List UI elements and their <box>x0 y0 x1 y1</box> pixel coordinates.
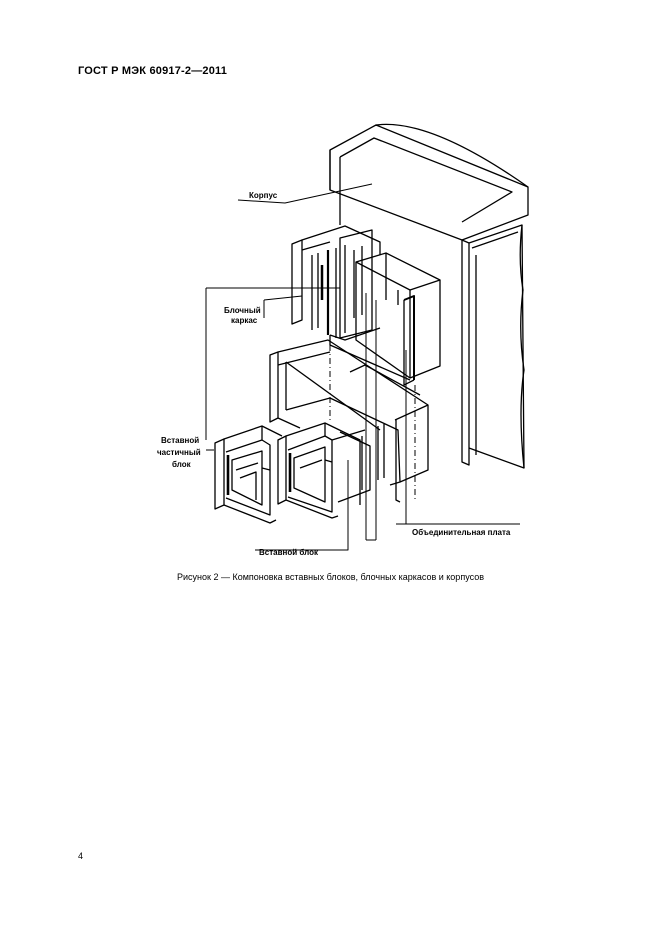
label-plug-in-unit: Вставной блок <box>259 548 319 557</box>
label-housing: Корпус <box>249 191 278 200</box>
plug-in-units-lower <box>214 422 371 524</box>
housing-cabinet <box>329 123 529 469</box>
leader-lines <box>205 183 520 551</box>
document-header: ГОСТ Р МЭК 60917-2—2011 <box>78 65 228 77</box>
label-subrack-line2: каркас <box>231 316 258 325</box>
label-partial-unit-line3: блок <box>172 460 192 469</box>
label-partial-unit-line2: частичный <box>157 448 201 457</box>
page-number: 4 <box>78 851 84 861</box>
figure-caption: Рисунок 2 — Компоновка вставных блоков, … <box>177 572 484 582</box>
subrack-upper <box>291 225 441 386</box>
label-partial-unit-line1: Вставной <box>161 436 199 445</box>
label-backplane: Объединительная плата <box>412 528 511 537</box>
subrack-middle <box>269 339 429 503</box>
label-subrack-line1: Блочный <box>224 306 261 315</box>
